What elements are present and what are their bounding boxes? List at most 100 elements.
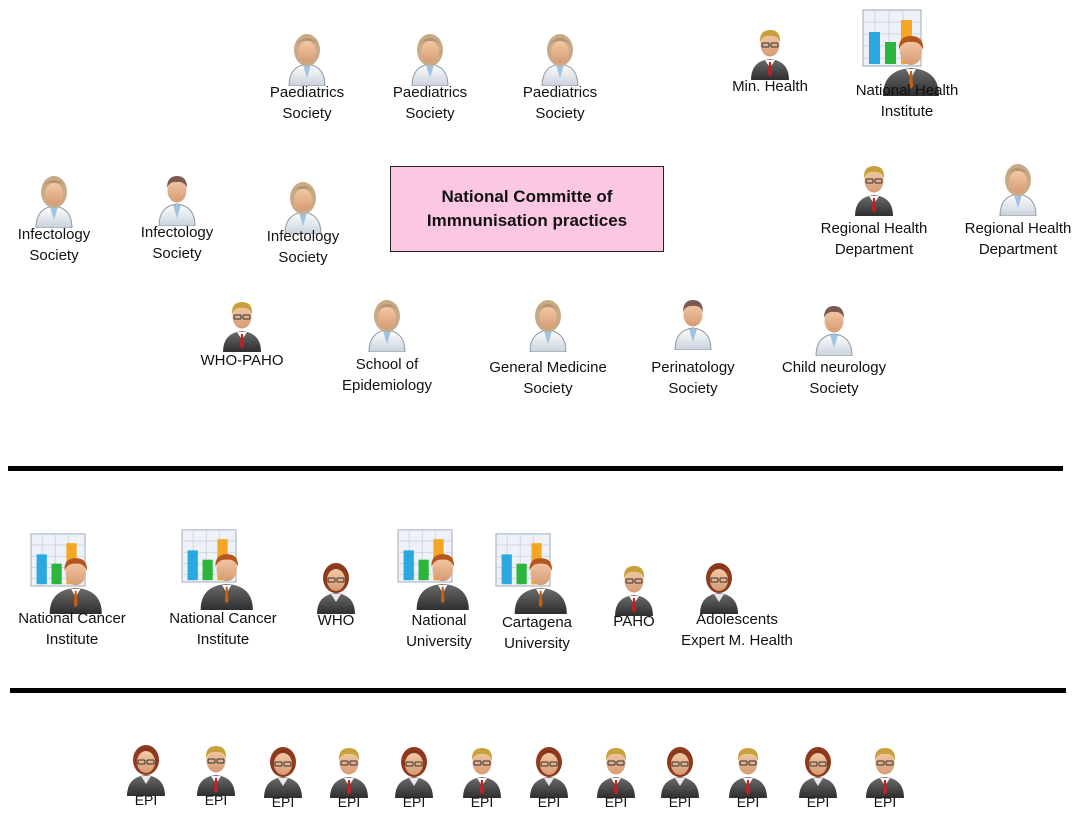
analyst-chart-icon	[180, 528, 266, 610]
label-line1: Regional Health	[964, 220, 1072, 237]
committee-title-line2: Immnunisation practices	[426, 211, 628, 230]
doctor-female-icon	[536, 30, 584, 86]
label-line1: National Health	[855, 82, 959, 99]
label-line2: Expert M. Health	[681, 632, 793, 649]
businesswoman-icon	[312, 558, 360, 614]
label-line1: National Cancer	[169, 610, 277, 627]
label-line1: Regional Health	[820, 220, 928, 237]
label-line1: Infectology	[17, 226, 91, 243]
label-line2: Institute	[45, 631, 99, 648]
businessman-icon	[592, 742, 640, 798]
node-label: WHO-PAHO	[187, 350, 297, 371]
label-line2: Department	[834, 241, 914, 258]
doctor-male-icon	[810, 300, 858, 356]
businesswoman-icon	[122, 740, 170, 796]
label-line2: Institute	[880, 103, 934, 120]
businessman-icon	[192, 740, 240, 796]
doctor-female-icon	[363, 296, 411, 352]
label-line2: Society	[282, 105, 332, 122]
label-line1: National	[411, 612, 467, 629]
label-line2: Department	[978, 241, 1058, 258]
node-label: Infectology Society	[122, 222, 232, 264]
node-label: PAHO	[579, 611, 689, 632]
node-label: Regional Health Department	[953, 218, 1083, 260]
label-line1: Cartagena	[501, 614, 573, 631]
businesswoman-icon	[656, 742, 704, 798]
epi-label: EPI	[337, 794, 361, 810]
label-line1: WHO-PAHO	[200, 352, 284, 369]
label-line1: Perinatology	[651, 359, 735, 376]
businesswoman-icon	[794, 742, 842, 798]
committee-title-line1: National Committe of	[441, 187, 613, 206]
node-label: National University	[384, 610, 494, 652]
node-label: Child neurology Society	[764, 357, 904, 399]
epi-label: EPI	[736, 794, 760, 810]
node-label: National Health Institute	[852, 80, 962, 122]
label-line1: Infectology	[266, 228, 340, 245]
businesswoman-icon	[390, 742, 438, 798]
node-label: Min. Health	[715, 76, 825, 97]
node-label: Regional Health Department	[804, 218, 944, 260]
analyst-chart-icon	[396, 528, 482, 610]
label-line1: National Cancer	[18, 610, 126, 627]
label-line2: Society	[668, 380, 718, 397]
committee-box: National Committe of Immnunisation pract…	[390, 166, 664, 252]
epi-label: EPI	[537, 794, 561, 810]
node-label: Infectology Society	[0, 224, 109, 266]
label-line1: General Medicine	[489, 359, 607, 376]
label-line2: Society	[809, 380, 859, 397]
node-label: National Cancer Institute	[153, 608, 293, 650]
doctor-male-icon	[669, 294, 717, 350]
businessman-icon	[724, 742, 772, 798]
label-line2: Institute	[196, 631, 250, 648]
label-line2: Society	[405, 105, 455, 122]
businessman-icon	[218, 296, 266, 352]
businessman-icon	[610, 560, 658, 616]
analyst-chart-icon	[29, 532, 115, 614]
tier-divider-lower	[10, 688, 1066, 693]
label-line1: Paediatrics	[392, 84, 468, 101]
doctor-male-icon	[153, 170, 201, 226]
label-line2: Epidemiology	[341, 377, 433, 394]
analyst-chart-icon	[494, 532, 580, 614]
epi-label: EPI	[402, 794, 426, 810]
node-label: Paediatrics Society	[252, 82, 362, 124]
businessman-icon	[746, 24, 794, 80]
label-line2: Society	[152, 245, 202, 262]
label-line2: University	[504, 635, 570, 652]
label-line2: Society	[523, 380, 573, 397]
epi-label: EPI	[873, 794, 897, 810]
label-line2: Society	[29, 247, 79, 264]
node-label: Adolescents Expert M. Health	[662, 609, 812, 651]
label-line2: University	[406, 633, 472, 650]
epi-label: EPI	[470, 794, 494, 810]
businesswoman-icon	[695, 558, 743, 614]
label-line1: Paediatrics	[522, 84, 598, 101]
label-line1: Infectology	[140, 224, 214, 241]
doctor-female-icon	[406, 30, 454, 86]
node-label: Paediatrics Society	[505, 82, 615, 124]
node-label: WHO	[281, 610, 391, 631]
label-line1: WHO	[317, 612, 355, 629]
doctor-female-icon	[283, 30, 331, 86]
label-line1: Adolescents	[696, 611, 778, 628]
label-line1: PAHO	[613, 613, 655, 630]
epi-label: EPI	[806, 794, 830, 810]
epi-label: EPI	[134, 792, 158, 808]
epi-label: EPI	[204, 792, 228, 808]
node-label: National Cancer Institute	[2, 608, 142, 650]
epi-label: EPI	[668, 794, 692, 810]
node-label: School of Epidemiology	[332, 354, 442, 396]
doctor-female-icon	[524, 296, 572, 352]
doctor-female-icon	[994, 160, 1042, 216]
node-label: Paediatrics Society	[375, 82, 485, 124]
tier-divider-upper	[8, 466, 1063, 471]
businessman-icon	[850, 160, 898, 216]
epi-label: EPI	[604, 794, 628, 810]
businesswoman-icon	[259, 742, 307, 798]
businessman-icon	[861, 742, 909, 798]
node-label: Perinatology Society	[638, 357, 748, 399]
label-line1: Paediatrics	[269, 84, 345, 101]
node-label: Cartagena University	[482, 612, 592, 654]
label-line1: Min. Health	[732, 78, 808, 95]
